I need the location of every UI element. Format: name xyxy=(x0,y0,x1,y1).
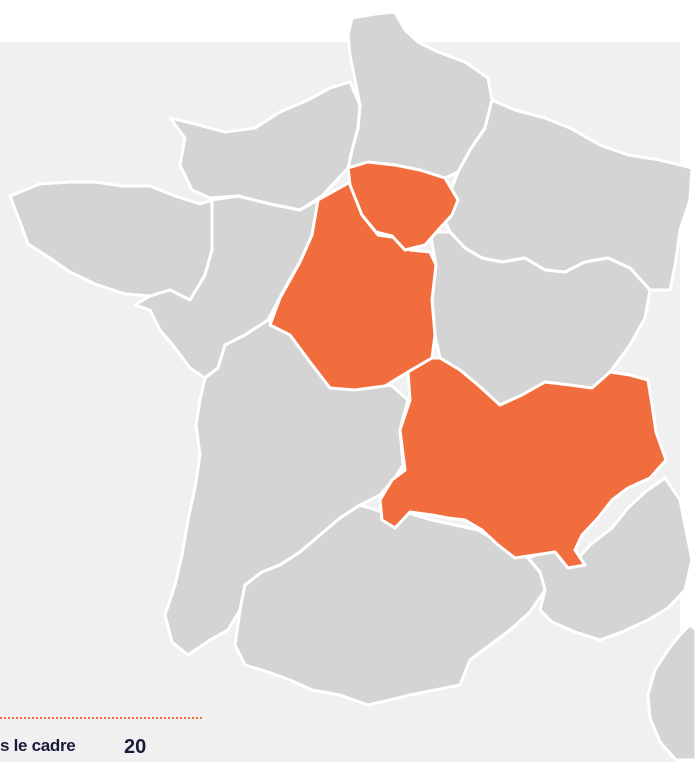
region-bretagne xyxy=(8,180,214,302)
region-ile-de-france xyxy=(346,160,460,252)
region-auvergne-rhone-alpes xyxy=(378,356,668,570)
footer-caption: s le cadre xyxy=(0,736,76,755)
region-normandie xyxy=(168,80,362,212)
region-corse xyxy=(646,623,696,762)
footer-logo: 20 xyxy=(124,736,147,758)
footer-divider xyxy=(0,717,202,719)
region-provence-alpes-cote-dazur xyxy=(526,476,694,642)
